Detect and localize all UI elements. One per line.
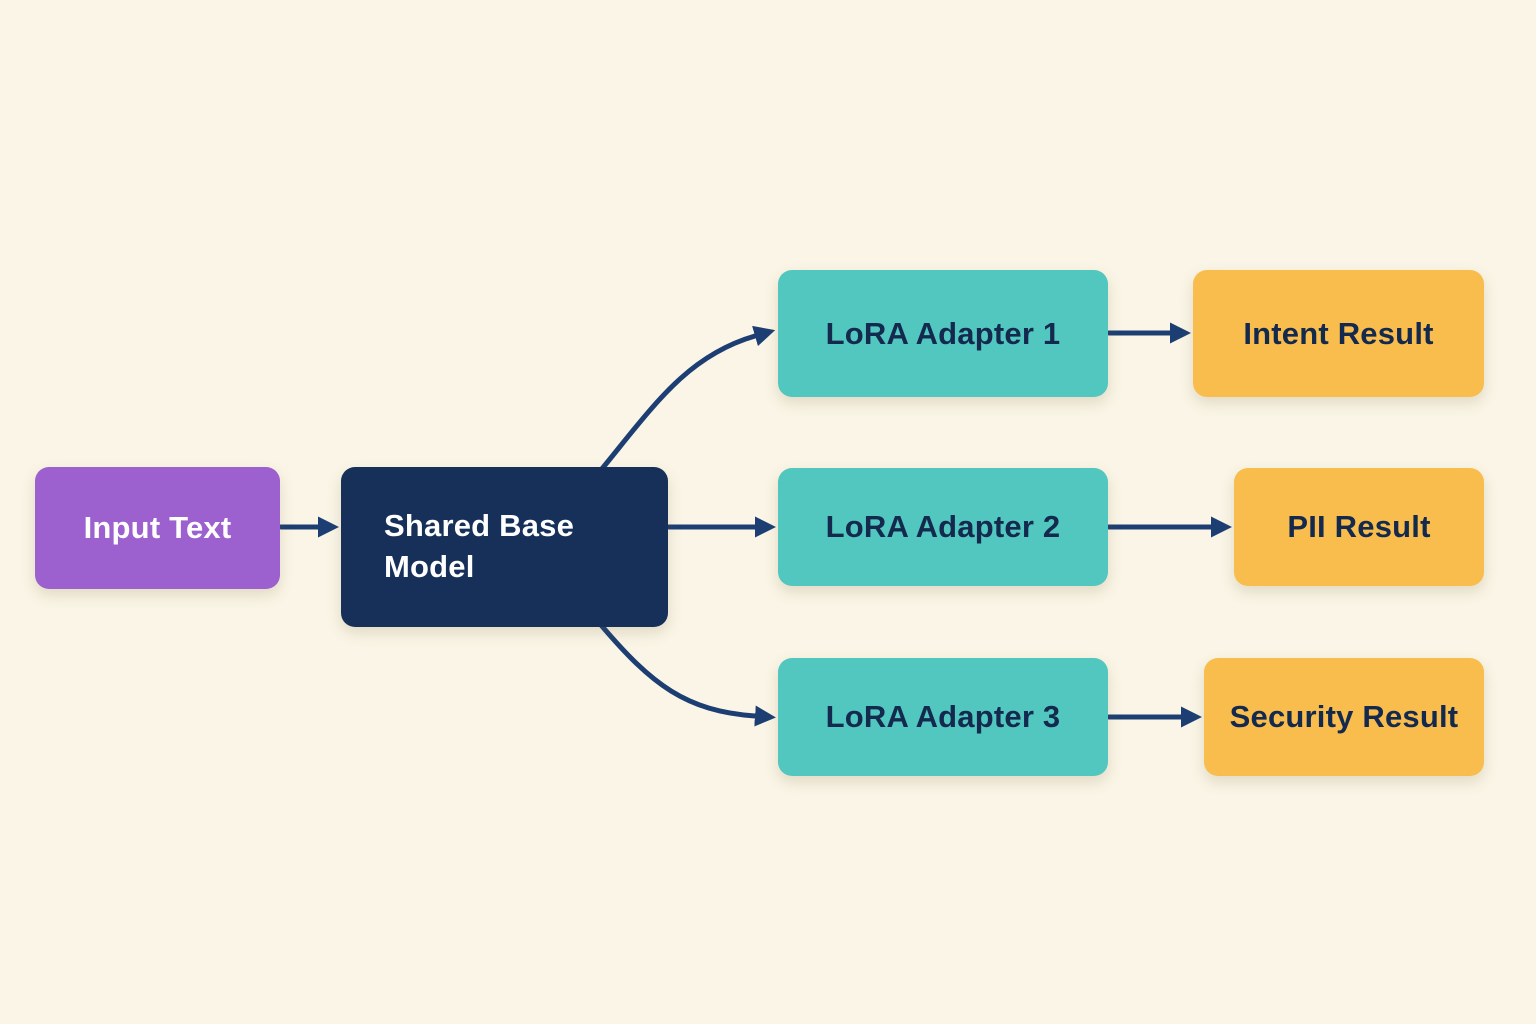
node-intent-result-label: Intent Result [1243, 315, 1434, 351]
node-shared-base-model: Shared Base Model [341, 467, 668, 627]
node-input-text: Input Text [35, 467, 280, 589]
edge-base-to-adapter1 [598, 325, 776, 473]
node-security-result-label: Security Result [1229, 699, 1459, 734]
node-lora-adapter-1: LoRA Adapter 1 [778, 270, 1108, 397]
node-lora-adapter-2: LoRA Adapter 2 [778, 468, 1108, 586]
node-lora-adapter-3-label: LoRA Adapter 3 [825, 699, 1061, 734]
node-security-result: Security Result [1204, 658, 1484, 776]
node-pii-result-label: PII Result [1287, 509, 1431, 544]
node-pii-result: PII Result [1234, 468, 1484, 586]
node-input-text-label: Input Text [83, 510, 232, 545]
node-lora-adapter-3: LoRA Adapter 3 [778, 658, 1108, 776]
node-intent-result: Intent Result [1193, 270, 1484, 397]
edge-base-to-adapter3 [598, 622, 776, 727]
node-lora-adapter-1-label: LoRA Adapter 1 [825, 315, 1061, 351]
node-lora-adapter-2-label: LoRA Adapter 2 [825, 509, 1061, 544]
node-shared-base-model-label: Shared Base Model [384, 508, 575, 584]
